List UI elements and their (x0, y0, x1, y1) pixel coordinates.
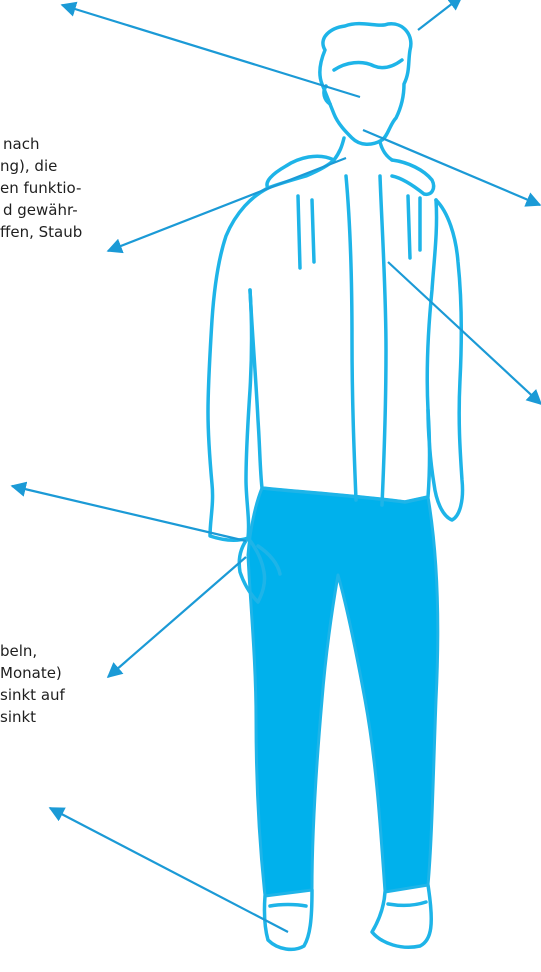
text-line: d gewähr- (0, 199, 82, 221)
right-shoe-outline (372, 885, 431, 947)
head-outline (320, 24, 411, 145)
text-line: sinkt auf (0, 684, 65, 706)
text-line: en funktio- (0, 177, 82, 199)
text-line: sinkt (0, 706, 65, 728)
text-block-upper-left: nach ng), die en funktio- d gewähr- ffen… (0, 133, 82, 243)
arrow-shoe (50, 808, 288, 932)
left-arm-outline (208, 188, 268, 540)
text-line: Monate) (0, 662, 65, 684)
left-shoe-outline (264, 890, 312, 949)
trousers-shape (248, 488, 438, 896)
text-line: nach (0, 133, 82, 155)
text-line: ng), die (0, 155, 82, 177)
arrow-fingers (108, 557, 246, 677)
text-line: ffen, Staub (0, 221, 82, 243)
right-arm-outline (428, 200, 463, 520)
text-line: beln, (0, 640, 65, 662)
arrow-chin (363, 130, 540, 205)
arrow-top-right (418, 0, 462, 30)
arrow-chest (388, 262, 541, 404)
neck-outline (334, 138, 392, 160)
text-block-lower-left: beln, Monate) sinkt auf sinkt (0, 640, 65, 728)
arrow-top-left (62, 5, 360, 97)
hood-outline (267, 156, 334, 188)
